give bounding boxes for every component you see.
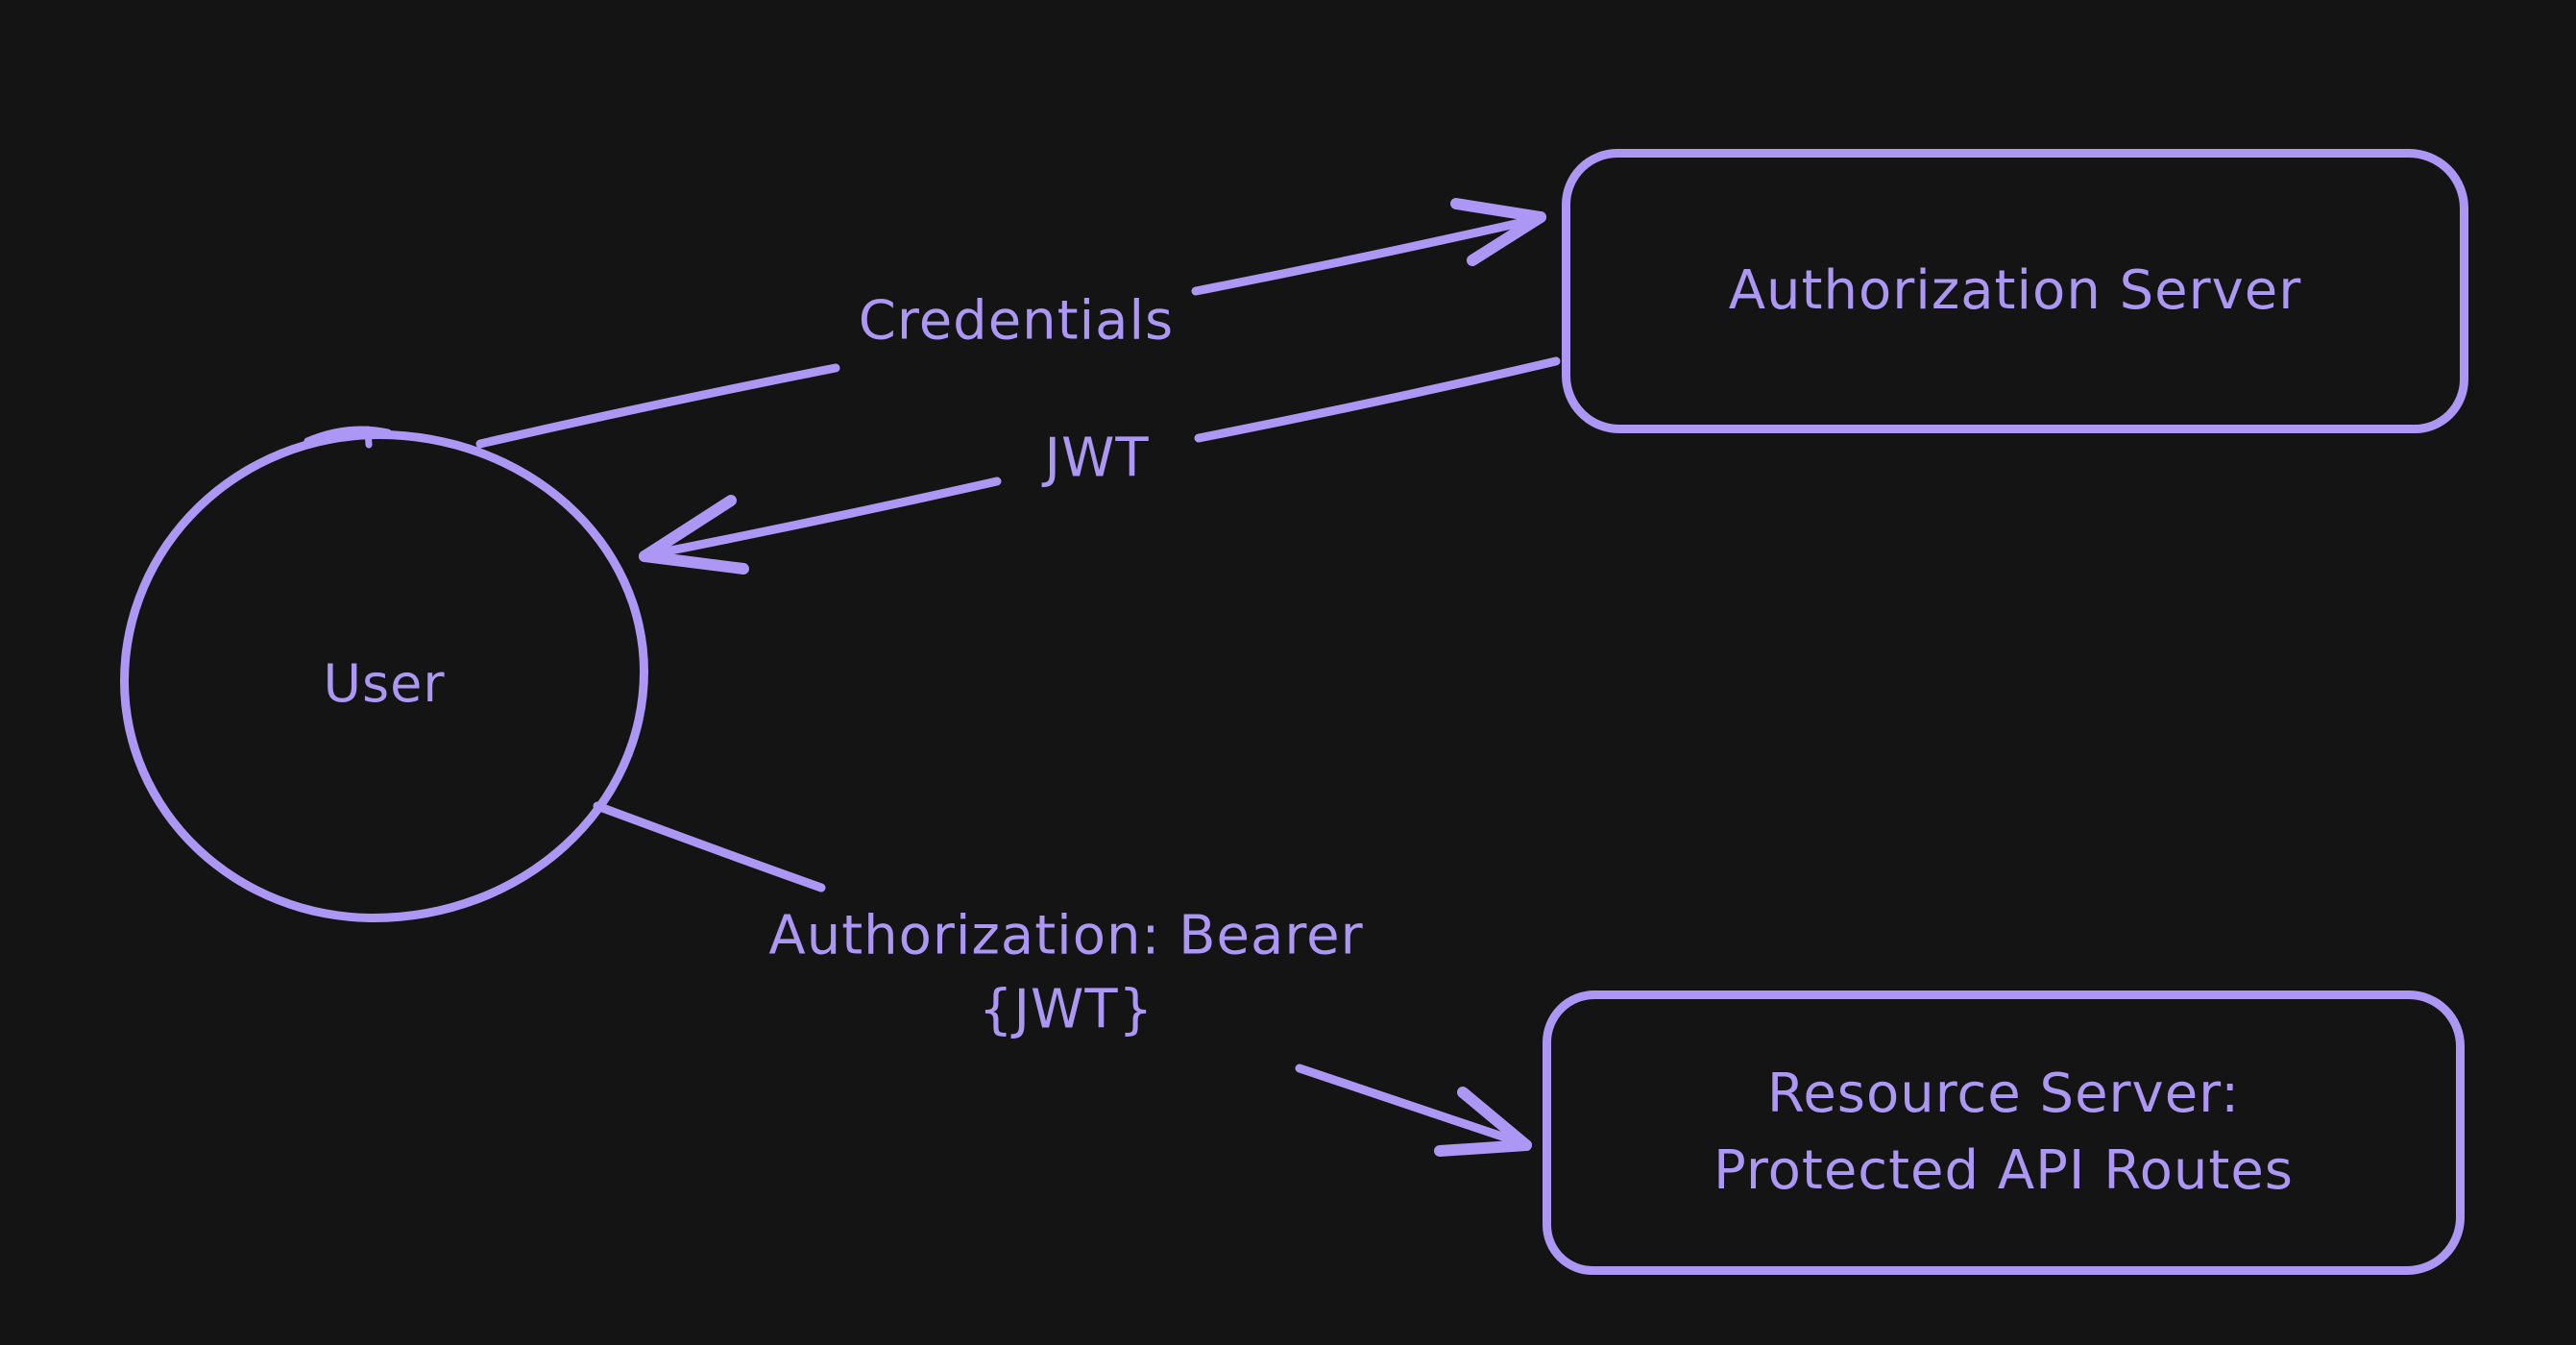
bearer-edge-label: Authorization: Bearer {JWT} — [768, 899, 1363, 1048]
bearer-edge-label-line1: Authorization: Bearer — [768, 904, 1364, 967]
user-node: User — [120, 430, 648, 922]
jwt-edge-label: JWT — [1044, 427, 1150, 490]
credentials-arrow — [475, 198, 1546, 449]
jwt-arrow — [639, 356, 1561, 575]
resource-server-label-line1: Resource Server: — [1766, 1063, 2241, 1126]
bearer-arrow — [593, 801, 1532, 1157]
resource-server-node: Resource Server: Protected API Routes — [1543, 990, 2465, 1275]
user-node-label: User — [323, 652, 446, 714]
authorization-server-label: Authorization Server — [1728, 259, 2302, 323]
bearer-edge-label-line2: {JWT} — [978, 979, 1154, 1041]
credentials-edge-label: Credentials — [858, 289, 1175, 353]
resource-server-label-line2: Protected API Routes — [1713, 1139, 2294, 1202]
authorization-server-node: Authorization Server — [1562, 149, 2468, 433]
